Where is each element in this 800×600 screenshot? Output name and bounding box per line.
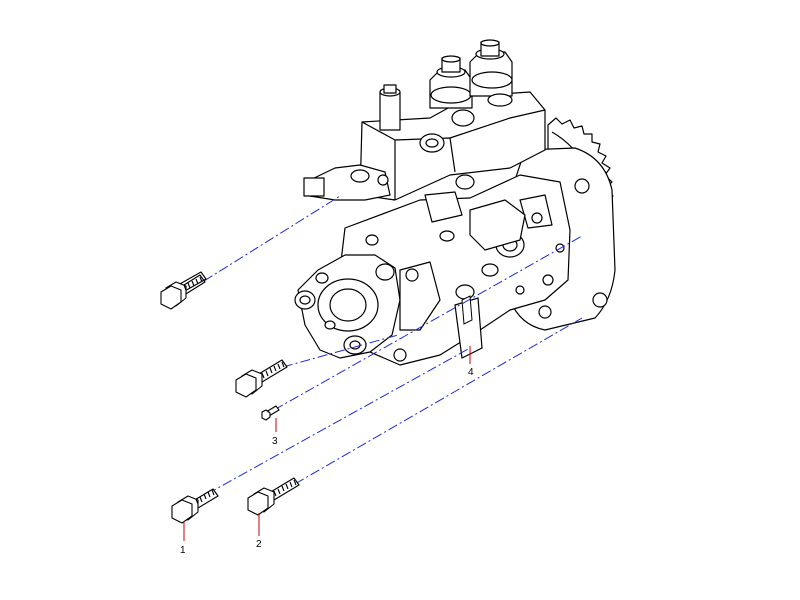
bolt-part-2 bbox=[247, 477, 300, 516]
upper-bolt bbox=[160, 271, 207, 310]
fuel-pump-assembly bbox=[294, 39, 616, 366]
callout-4: 4 bbox=[468, 367, 474, 378]
screw-part-3 bbox=[261, 405, 280, 421]
pressure-valve bbox=[379, 84, 401, 131]
outlet-fitting-left bbox=[429, 55, 473, 109]
fuel-inlet-connector bbox=[303, 164, 391, 201]
callout-2: 2 bbox=[256, 539, 262, 550]
leader-lines bbox=[183, 346, 471, 541]
middle-bolt bbox=[235, 359, 288, 398]
gear-pump-cover bbox=[294, 254, 401, 359]
callout-3: 3 bbox=[272, 436, 278, 447]
bolt-part-1 bbox=[171, 488, 219, 524]
outlet-fitting-right bbox=[469, 39, 513, 107]
callout-1: 1 bbox=[180, 545, 186, 556]
alignment-lines bbox=[203, 195, 583, 495]
